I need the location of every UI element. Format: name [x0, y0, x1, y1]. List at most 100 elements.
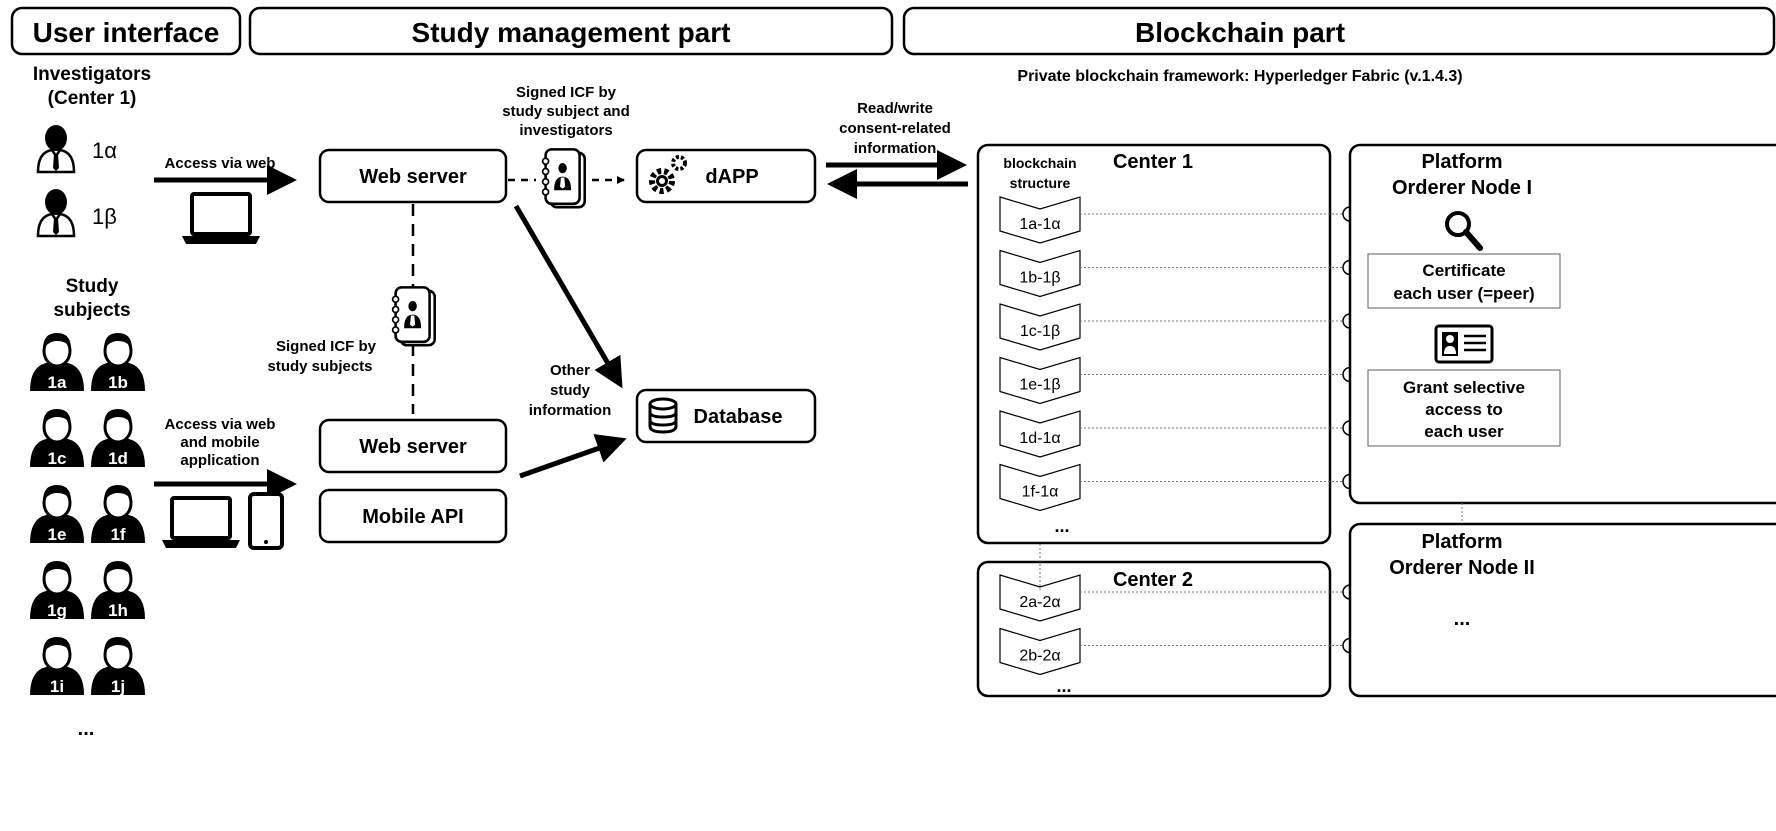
header-blockchain: Blockchain part [1135, 17, 1345, 48]
orderer1-title-1: Platform [1421, 151, 1502, 173]
access-mobile-label-2: and mobile [180, 434, 259, 451]
subject-icon-1i: 1i [28, 635, 86, 697]
orderer2-box [1348, 522, 1776, 698]
database-box [635, 388, 817, 444]
readwrite-1: Read/write [857, 100, 933, 117]
certificate-2: each user (=peer) [1393, 284, 1534, 303]
grant-3: each user [1424, 422, 1504, 441]
subject-icon-1a: 1a [28, 331, 86, 393]
investigators-subtitle: (Center 1) [48, 88, 137, 109]
center2-block-chain: 2a-2α 2b-2α [999, 574, 1358, 676]
webserver-to-database-arrow [513, 204, 623, 389]
mobile-to-database-arrow [519, 434, 627, 479]
readwrite-3: information [854, 140, 937, 157]
web-server-investigators: Web server [359, 166, 467, 188]
investigator-label-2: 1β [92, 204, 117, 229]
subject-label: 1f [110, 525, 125, 544]
orderer2-title-2: Orderer Node II [1389, 557, 1535, 579]
block-2b-2α: 2b-2α [999, 627, 1081, 676]
signed-icf-top-3: investigators [519, 122, 612, 139]
signed-icf-mid-2: study subjects [267, 358, 372, 375]
center1-more: ... [1054, 516, 1069, 536]
grant-1: Grant selective [1403, 378, 1525, 397]
certificate-box [1367, 253, 1561, 309]
subject-label: 1h [108, 601, 128, 620]
access-mobile-label-1: Access via web [165, 416, 276, 433]
subject-label: 1a [48, 373, 67, 392]
block-label: 1f-1α [1022, 484, 1059, 501]
header-box-study-management [248, 6, 894, 56]
framework-label: Private blockchain framework: Hyperledge… [1017, 68, 1462, 85]
signed-icf-top-1: Signed ICF by [516, 84, 617, 101]
block-label: 1c-1β [1020, 323, 1060, 340]
subject-label: 1i [50, 677, 64, 696]
block-2a-2α: 2a-2α [999, 574, 1081, 622]
center1-block-chain: 1a-1α 1b-1β 1c-1β 1e-1β 1d-1α 1f-1α [999, 196, 1358, 512]
subject-icon-1j: 1j [89, 635, 147, 697]
center2-more: ... [1056, 676, 1071, 696]
investigator-label-1: 1α [92, 138, 117, 163]
laptop-icon-investigators [182, 192, 260, 244]
block-label: 2b-2α [1019, 648, 1060, 665]
gears-icon [649, 155, 687, 194]
subject-label: 1g [47, 601, 67, 620]
grant-access-box [1367, 369, 1561, 447]
block-1f-1α: 1f-1α [999, 463, 1081, 512]
subjects-title: Study [66, 276, 119, 297]
subject-icon-1d: 1d [89, 407, 147, 469]
block-1c-1β: 1c-1β [999, 303, 1081, 351]
orderer2-title-1: Platform [1421, 531, 1502, 553]
mobile-api: Mobile API [362, 506, 463, 528]
mobile-api-box [318, 488, 508, 544]
subject-icon-1f: 1f [89, 483, 147, 545]
icf-document-icon-mid [391, 286, 436, 347]
subject-icon-1c: 1c [28, 407, 86, 469]
header-box-blockchain [902, 6, 1776, 56]
web-server-subjects: Web server [359, 436, 467, 458]
orderer2-more: ... [1454, 608, 1471, 630]
access-mobile-label-3: application [180, 452, 259, 469]
header-box-user-interface [10, 6, 242, 56]
database-icon [648, 397, 678, 434]
icf-document-icon-top [541, 148, 586, 209]
header-study-management: Study management part [412, 17, 731, 48]
subject-label: 1b [108, 373, 128, 392]
tablet-icon [248, 492, 284, 550]
block-label: 1a-1α [1019, 216, 1060, 233]
magnifier-icon [1445, 211, 1483, 251]
id-card-icon [1434, 324, 1494, 364]
subject-icon-1b: 1b [89, 331, 147, 393]
block-1a-1α: 1a-1α [999, 196, 1081, 244]
other-info-2: study [550, 382, 591, 399]
subject-icon-1e: 1e [28, 483, 86, 545]
other-info-3: information [529, 402, 612, 419]
center2-title: Center 2 [1113, 569, 1193, 591]
block-1e-1β: 1e-1β [999, 356, 1081, 405]
center1-title: Center 1 [1113, 151, 1193, 173]
subject-label: 1j [111, 677, 125, 696]
signed-icf-top-2: study subject and [502, 103, 630, 120]
subject-icon-grid: 1a 1b 1c 1d 1e 1f 1g 1h 1i 1j [28, 331, 147, 697]
grant-2: access to [1425, 400, 1503, 419]
signed-icf-mid-1: Signed ICF by [276, 338, 377, 355]
block-label: 1e-1β [1019, 377, 1060, 394]
subject-label: 1c [48, 449, 67, 468]
subjects-subtitle: subjects [53, 300, 130, 321]
subject-label: 1d [108, 449, 128, 468]
subjects-more: ... [78, 718, 95, 740]
block-label: 1d-1α [1019, 430, 1060, 447]
dapp: dAPP [705, 166, 758, 188]
other-info-1: Other [550, 362, 590, 379]
subject-label: 1e [48, 525, 67, 544]
database: Database [694, 406, 783, 428]
laptop-icon-subjects [162, 496, 240, 548]
certificate-1: Certificate [1422, 261, 1505, 280]
structure-label-2: structure [1010, 175, 1071, 191]
web-server-subjects-box [318, 418, 508, 474]
structure-label-1: blockchain [1003, 155, 1076, 171]
readwrite-2: consent-related [839, 120, 951, 137]
block-label: 1b-1β [1019, 270, 1060, 287]
investigator-icon-1 [36, 123, 76, 174]
block-label: 2a-2α [1019, 594, 1060, 611]
